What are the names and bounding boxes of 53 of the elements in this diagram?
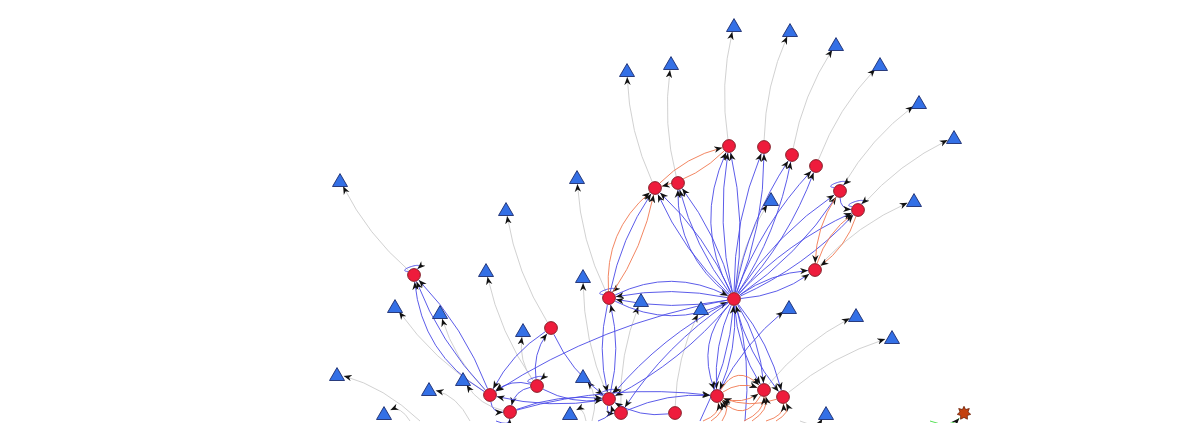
triangle-node	[515, 323, 531, 337]
triangle-node	[478, 263, 494, 277]
triangle-node	[946, 130, 962, 144]
circle-node	[809, 159, 823, 173]
triangle-node	[376, 406, 392, 420]
triangle-node	[818, 406, 834, 420]
circle-node	[544, 321, 558, 335]
circle-node	[602, 291, 616, 305]
circle-node	[407, 268, 421, 282]
circle-node	[785, 148, 799, 162]
circle-node	[668, 406, 682, 420]
triangle-node	[562, 406, 578, 420]
circle-node	[503, 405, 517, 419]
circle-node	[727, 292, 741, 306]
star-node	[957, 406, 971, 420]
circle-node	[710, 389, 724, 403]
circle-node	[602, 392, 616, 406]
triangle-node	[633, 293, 649, 307]
circle-node	[722, 139, 736, 153]
triangle-node	[781, 300, 797, 314]
circle-node	[808, 263, 822, 277]
circle-node	[833, 184, 847, 198]
circle-node	[671, 176, 685, 190]
triangle-node	[569, 170, 585, 184]
triangle-node	[332, 173, 348, 187]
circle-node	[614, 406, 628, 420]
triangle-node	[329, 367, 345, 381]
circle-node	[530, 379, 544, 393]
triangle-node	[432, 305, 448, 319]
triangle-node	[828, 37, 844, 51]
triangle-node	[872, 57, 888, 71]
triangle-node	[455, 372, 471, 386]
triangle-node	[884, 330, 900, 344]
triangle-node	[911, 95, 927, 109]
circle-node	[757, 383, 771, 397]
circle-node	[483, 388, 497, 402]
triangle-node	[498, 202, 514, 216]
triangle-node	[575, 269, 591, 283]
triangle-node	[782, 23, 798, 37]
circle-node	[776, 390, 790, 404]
triangle-node	[387, 299, 403, 313]
triangle-node	[693, 301, 709, 315]
triangle-node	[663, 56, 679, 70]
triangle-node	[906, 193, 922, 207]
triangle-node	[726, 18, 742, 32]
triangle-node	[619, 63, 635, 77]
triangle-node	[848, 308, 864, 322]
triangle-node	[421, 382, 437, 396]
circle-node	[757, 140, 771, 154]
circle-node	[648, 181, 662, 195]
circle-node	[851, 203, 865, 217]
triangle-node	[575, 369, 591, 383]
triangle-node	[763, 192, 779, 206]
